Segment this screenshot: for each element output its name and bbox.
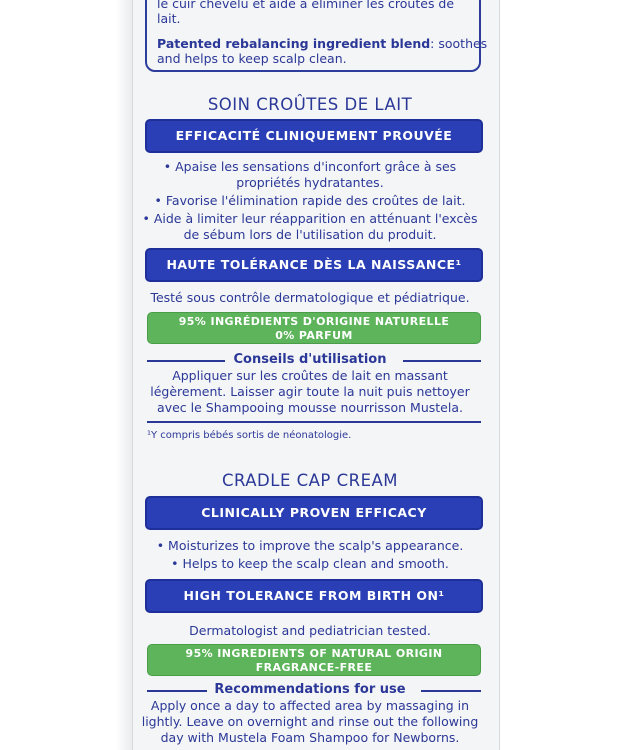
fr-efficacy-bar: EFFICACITÉ CLINIQUEMENT PROUVÉE bbox=[145, 119, 483, 153]
fr-bullet-3a: • Aide à limiter leur réapparition en at… bbox=[142, 211, 478, 226]
fr-advice-rule-right bbox=[403, 360, 481, 362]
top-text-line-2: lait. bbox=[157, 11, 181, 26]
en-rec-rule-left bbox=[147, 690, 207, 692]
fr-natural-badge: 95% INGRÉDIENTS D'ORIGINE NATURELLE 0% P… bbox=[147, 312, 481, 344]
patented-rest: : soothes bbox=[430, 36, 488, 51]
fr-bullet-2: • Favorise l'élimination rapide des croû… bbox=[154, 193, 466, 208]
background-left bbox=[0, 0, 132, 750]
fr-advice-title: Conseils d'utilisation bbox=[233, 352, 387, 367]
en-rec-line-2: lightly. Leave on overnight and rinse ou… bbox=[141, 714, 479, 729]
top-info-box bbox=[145, 0, 481, 72]
en-bullet-1: • Moisturizes to improve the scalp's app… bbox=[156, 538, 464, 553]
fr-title: SOIN CROÛTES DE LAIT bbox=[207, 95, 413, 114]
en-natural-line-1: 95% INGREDIENTS OF NATURAL ORIGIN bbox=[185, 647, 443, 660]
en-rec-line-3: day with Mustela Foam Shampoo for Newbor… bbox=[160, 730, 460, 745]
en-rec-title: Recommendations for use bbox=[214, 682, 406, 697]
patented-line-1: Patented rebalancing ingredient blend: s… bbox=[157, 36, 487, 51]
fr-advice-bottom-rule bbox=[147, 421, 481, 423]
fr-footnote: ¹Y compris bébés sortis de néonatologie. bbox=[147, 430, 352, 441]
fr-advice-line-3: avec le Shampooing mousse nourrisson Mus… bbox=[157, 400, 463, 415]
fr-bullet-1b: propriétés hydratantes. bbox=[236, 175, 384, 190]
en-tolerance-bar: HIGH TOLERANCE FROM BIRTH ON¹ bbox=[145, 579, 483, 613]
fr-advice-line-1: Appliquer sur les croûtes de lait en mas… bbox=[172, 368, 448, 383]
en-title: CRADLE CAP CREAM bbox=[221, 471, 399, 490]
fr-bullet-1a: • Apaise les sensations d'inconfort grâc… bbox=[163, 159, 457, 174]
fr-natural-line-2: 0% PARFUM bbox=[275, 329, 353, 342]
en-tested: Dermatologist and pediatrician tested. bbox=[189, 623, 431, 638]
fr-advice-line-2: légèrement. Laisser agir toute la nuit p… bbox=[150, 384, 470, 399]
en-natural-badge: 95% INGREDIENTS OF NATURAL ORIGIN FRAGRA… bbox=[147, 644, 481, 676]
fr-natural-line-1: 95% INGRÉDIENTS D'ORIGINE NATURELLE bbox=[178, 315, 450, 328]
fr-tolerance-bar: HAUTE TOLÉRANCE DÈS LA NAISSANCE¹ bbox=[145, 248, 483, 282]
en-efficacy-bar: CLINICALLY PROVEN EFFICACY bbox=[145, 496, 483, 530]
en-natural-line-2: FRAGRANCE-FREE bbox=[255, 661, 373, 674]
fr-tested: Testé sous contrôle dermatologique et pé… bbox=[150, 290, 470, 305]
en-rec-line-1: Apply once a day to affected area by mas… bbox=[150, 698, 470, 713]
patented-line-2: and helps to keep scalp clean. bbox=[157, 51, 347, 66]
en-rec-rule-right bbox=[421, 690, 481, 692]
fr-advice-rule-left bbox=[147, 360, 225, 362]
top-text-line-1: le cuir chevelu et aide à éliminer les c… bbox=[157, 0, 455, 11]
patented-bold: Patented rebalancing ingredient blend bbox=[157, 36, 431, 51]
en-bullet-2: • Helps to keep the scalp clean and smoo… bbox=[171, 556, 449, 571]
fr-bullet-3b: de sébum lors de l'utilisation du produi… bbox=[183, 227, 437, 242]
